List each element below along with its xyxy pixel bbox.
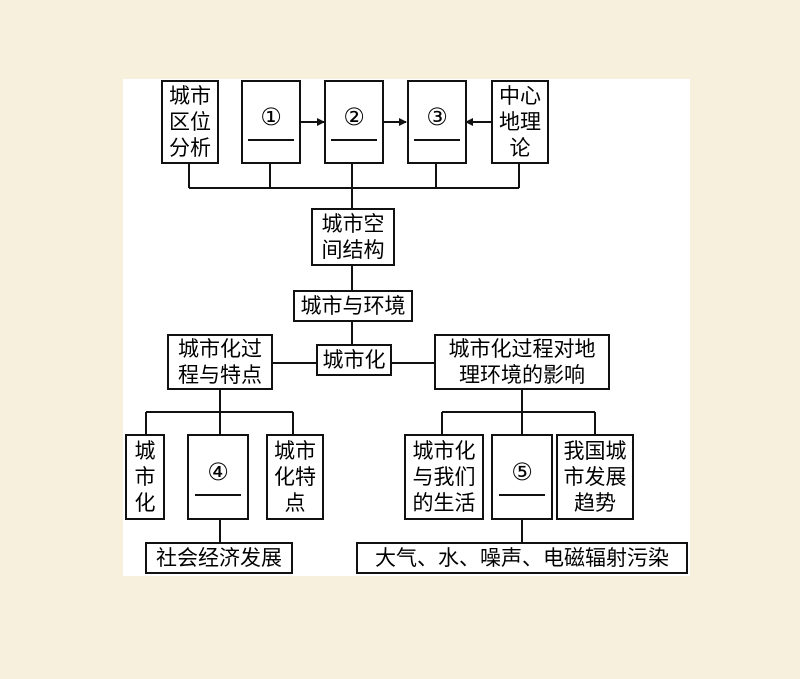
diagram-canvas: 城市 区位 分析 ① ② ③ 中心 地理 论 城市空 间结构 城市与环境 城市化… xyxy=(123,79,690,576)
blank-2-number: ② xyxy=(343,103,365,131)
blank-1-number: ① xyxy=(260,103,282,131)
box-location-analysis: 城市 区位 分析 xyxy=(161,80,219,164)
box-spatial-structure: 城市空 间结构 xyxy=(311,208,395,266)
blank-5-number: ⑤ xyxy=(511,458,533,486)
box-urbanization-impact: 城市化过程对地 理环境的影响 xyxy=(434,334,610,390)
box-urbanization-features: 城市 化特 点 xyxy=(266,434,324,520)
box-urbanization: 城市化 xyxy=(316,344,392,376)
box-blank-3: ③ xyxy=(407,80,467,164)
box-urbanization-life: 城市化 与我们 的生活 xyxy=(404,434,484,520)
blank-3-answer-line xyxy=(414,139,460,141)
box-blank-2: ② xyxy=(324,80,384,164)
box-blank-5: ⑤ xyxy=(491,434,553,520)
blank-1-answer-line xyxy=(248,139,294,141)
box-city-environment: 城市与环境 xyxy=(293,290,413,322)
box-process-features: 城市化过 程与特点 xyxy=(167,334,273,390)
blank-4-number: ④ xyxy=(207,458,229,486)
blank-3-number: ③ xyxy=(426,103,448,131)
box-development-trends: 我国城 市发展 趋势 xyxy=(556,434,634,520)
box-central-place-theory: 中心 地理 论 xyxy=(491,80,549,164)
box-socio-economic: 社会经济发展 xyxy=(145,542,293,574)
connector-lines xyxy=(145,118,596,542)
blank-2-answer-line xyxy=(331,139,377,141)
box-blank-4: ④ xyxy=(187,434,249,520)
box-blank-1: ① xyxy=(241,80,301,164)
box-pollution: 大气、水、噪声、电磁辐射污染 xyxy=(356,542,688,574)
blank-5-answer-line xyxy=(499,494,545,496)
blank-4-answer-line xyxy=(195,494,241,496)
box-urbanization-vertical: 城 市 化 xyxy=(125,434,165,520)
